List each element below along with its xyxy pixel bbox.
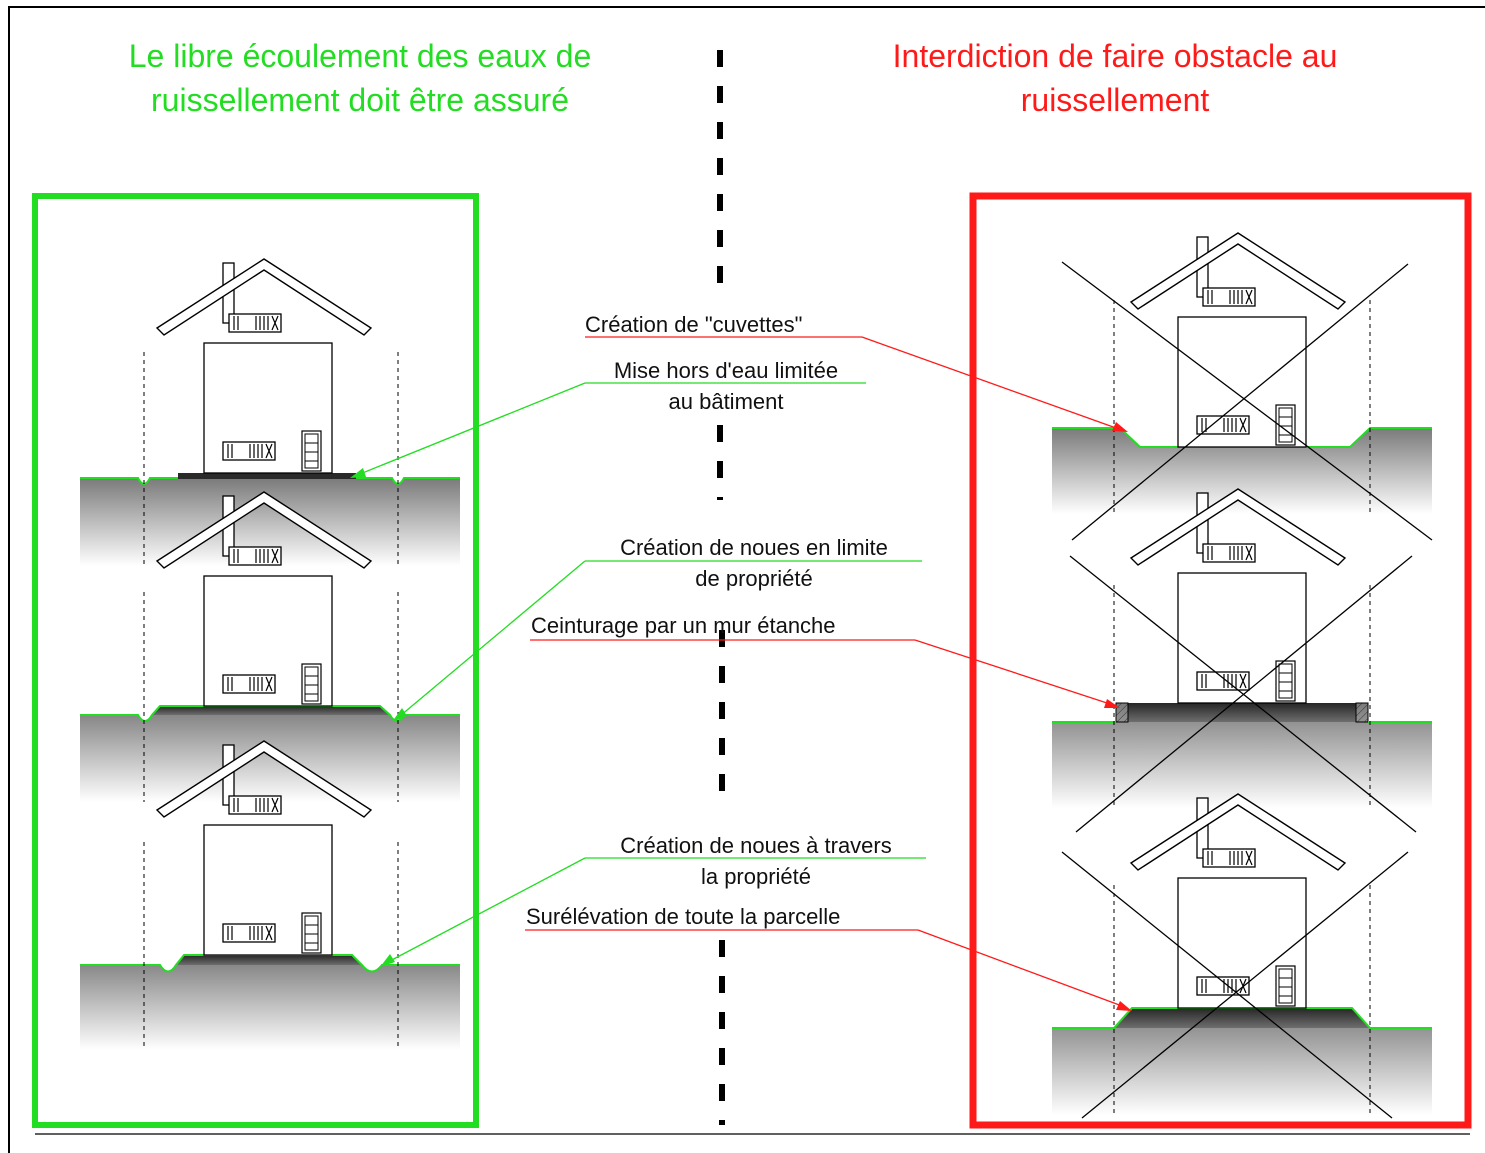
title-forbidden-line1: Interdiction de faire obstacle au [892,38,1338,74]
house-icon [1130,232,1346,448]
callout-ceinturage [530,639,1120,708]
label-mise-hors-eau-line2: au bâtiment [668,389,784,414]
label-mise-hors-eau-line1: Mise hors d'eau limitée [613,358,839,383]
callout-noues-limite [392,560,922,722]
label-ceinturage: Ceinturage par un mur étanche [531,613,836,638]
label-noues-travers-line2: la propriété [700,864,812,889]
scenario-forbidden-raised-plot [1052,793,1432,1119]
scenario-forbidden-watertight-wall [1052,488,1432,833]
label-mise-hors-eau: Mise hors d'eau limitée au bâtiment [585,355,867,417]
title-forbidden-line2: ruissellement [1020,82,1210,118]
callout-surelevation [525,929,1132,1011]
house-icon [1130,793,1346,1009]
callout-mise-hors-eau [350,382,866,478]
cross-out-mark [1071,263,1409,541]
title-allowed-line1: Le libre écoulement des eaux de [128,38,592,74]
label-surelevation: Surélévation de toute la parcelle [526,904,841,929]
house-icon [1130,488,1346,704]
scenario-forbidden-basins [1052,232,1433,541]
callout-cuvettes [585,336,1128,432]
label-noues-limite-line2: de propriété [695,566,813,591]
cross-out-mark [1061,261,1433,541]
house-icon [156,258,372,474]
outer-frame [8,6,1485,1153]
label-noues-limite-line1: Création de noues en limite [620,535,888,560]
label-noues-travers-line1: Création de noues à travers [620,833,892,858]
cross-out-mark [1075,555,1413,833]
title-forbidden: Interdiction de faire obstacle au ruisse… [820,34,1410,122]
title-allowed-line2: ruissellement doit être assuré [151,82,569,118]
cross-out-mark [1061,851,1393,1119]
scenario-allowed-raised-building [80,258,460,566]
label-cuvettes: Création de "cuvettes" [585,312,803,337]
callout-noues-travers [380,857,926,967]
center-divider [717,50,725,1125]
scenario-allowed-cross-swales [80,740,460,1050]
forbidden-panel-border [969,192,1472,1129]
label-noues-limite: Création de noues en limite de propriété [585,532,923,594]
title-allowed: Le libre écoulement des eaux de ruissell… [60,34,660,122]
label-noues-travers: Création de noues à travers la propriété [585,830,927,892]
cross-out-mark [1081,851,1409,1119]
allowed-panel-border [32,193,479,1128]
